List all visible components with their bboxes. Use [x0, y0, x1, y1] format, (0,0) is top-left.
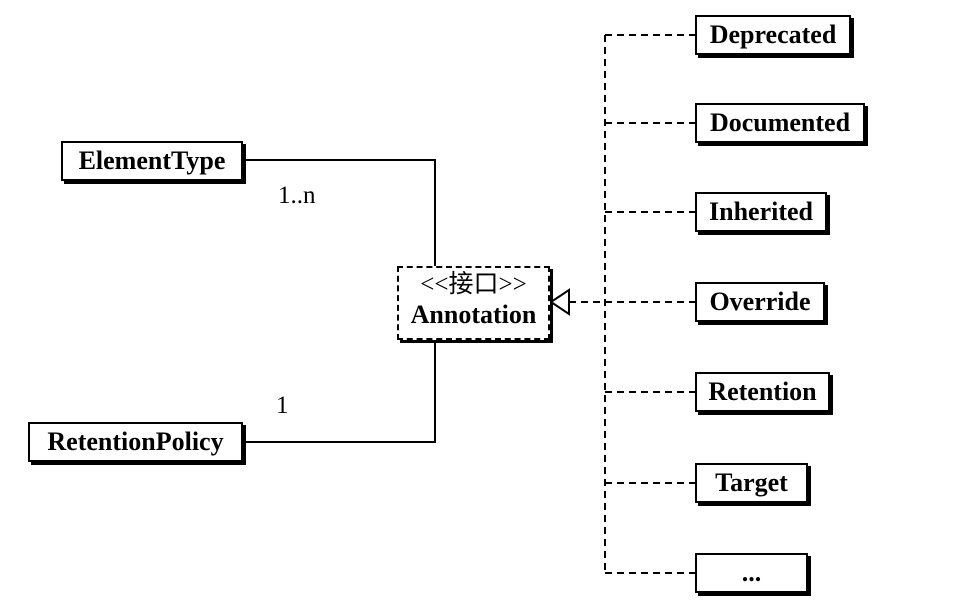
interface-stereotype: <<接口>> [420, 271, 527, 298]
class-documented: Documented [695, 103, 865, 143]
multiplicity-elementtype: 1..n [278, 182, 316, 209]
class-override: Override [695, 282, 825, 322]
association-line-elementtype [243, 159, 436, 266]
class-retentionpolicy: RetentionPolicy [28, 422, 243, 462]
interface-name: Annotation [410, 300, 537, 329]
realization-lines [569, 34, 695, 574]
class-ellipsis: ... [695, 553, 808, 593]
annotation-interface: <<接口>> Annotation [397, 266, 550, 340]
class-deprecated: Deprecated [695, 15, 851, 55]
multiplicity-retentionpolicy: 1 [276, 392, 289, 419]
class-elementtype: ElementType [61, 141, 243, 181]
realization-arrowhead [549, 288, 570, 316]
class-retention: Retention [695, 372, 830, 412]
class-target: Target [695, 463, 808, 503]
class-inherited: Inherited [695, 192, 827, 232]
association-line-retentionpolicy [243, 340, 436, 443]
